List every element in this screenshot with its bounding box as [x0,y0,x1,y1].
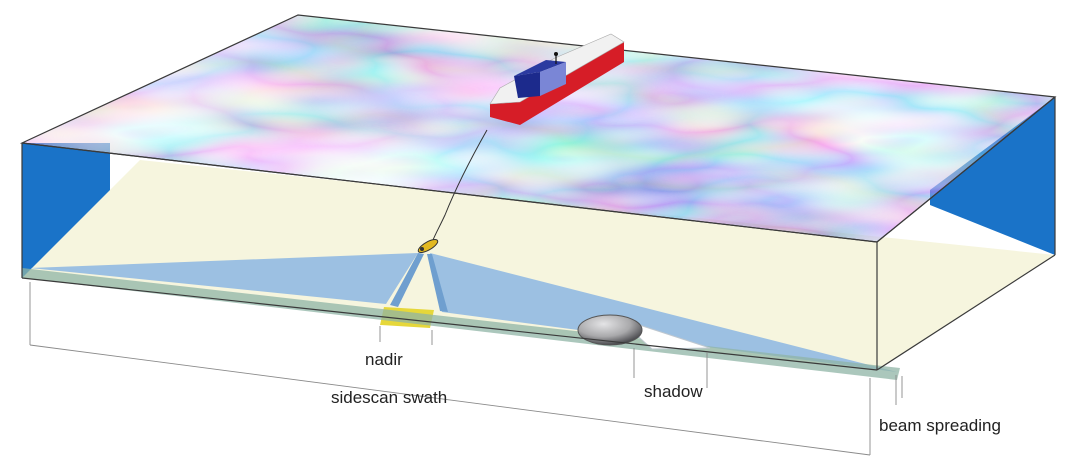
rock [578,315,642,345]
sidescan-swath-label: sidescan swath [331,388,447,407]
boat-cabin-front [514,72,540,98]
beam-spreading-label: beam spreading [879,416,1001,435]
shadow-label: shadow [644,382,703,401]
nadir-label: nadir [365,350,403,369]
